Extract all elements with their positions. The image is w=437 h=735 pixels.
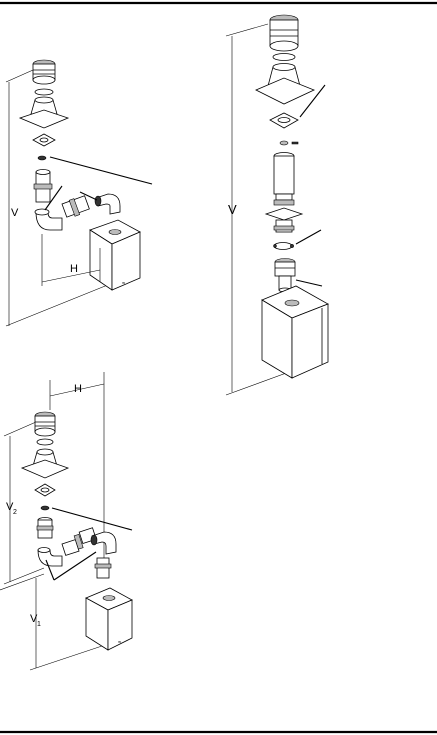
roof-flashing-part <box>255 77 316 105</box>
svg-text:1: 1 <box>37 621 41 628</box>
vertical-dimension-v1: V 1 <box>0 573 106 671</box>
horizontal-pipe-part <box>61 195 90 218</box>
leader-line <box>51 507 133 531</box>
upper-elbow-part <box>90 531 117 555</box>
vertical-dimension-v2: V 2 <box>3 421 45 585</box>
leader-line <box>295 279 323 287</box>
wall-plate-part <box>269 112 299 129</box>
elbow-part <box>37 547 63 567</box>
diagram-right: V <box>225 14 329 396</box>
terminal-cap-part <box>269 14 299 52</box>
boiler-unit <box>261 285 329 379</box>
boiler-unit: ≈ <box>89 219 141 291</box>
boiler-adaptor-part <box>274 258 296 293</box>
svg-text:2: 2 <box>13 509 17 516</box>
leader-line <box>79 191 98 201</box>
svg-text:≈: ≈ <box>122 281 126 287</box>
svg-text:V: V <box>30 613 38 625</box>
roof-flashing-part <box>18 109 70 129</box>
vertical-pipe-part <box>36 517 54 539</box>
leader-line <box>299 84 326 118</box>
diagram-top-left: V <box>5 59 153 327</box>
terminal-cap-part <box>34 411 56 437</box>
extension-pipe-part <box>273 152 295 201</box>
upper-elbow-part <box>94 193 121 215</box>
boiler-unit: ≈ <box>85 587 133 651</box>
storm-collar-part <box>30 88 58 115</box>
svg-text:H: H <box>74 383 82 395</box>
ring-seal-part <box>40 505 50 511</box>
svg-text:V: V <box>228 202 237 217</box>
terminal-cap-part <box>32 59 56 85</box>
ring-seal-part <box>279 140 299 146</box>
leader-line <box>45 559 55 581</box>
wall-plate-part <box>34 483 56 497</box>
svg-text:V: V <box>6 501 14 513</box>
leader-line <box>49 156 153 185</box>
svg-text:H: H <box>70 263 78 275</box>
leader-line <box>295 229 322 245</box>
roof-flashing-part <box>20 459 70 479</box>
diagram-bottom-left: H V 2 V 1 <box>0 372 133 671</box>
roof-adaptor-part <box>264 199 304 233</box>
boiler-riser-part <box>94 557 112 579</box>
wall-plate-part <box>32 133 56 147</box>
svg-text:≈: ≈ <box>118 640 122 646</box>
clamp-part <box>273 242 294 250</box>
leader-line <box>44 185 63 211</box>
vertical-dimension-v: V <box>5 69 121 327</box>
ring-seal-part <box>37 155 47 161</box>
leader-line <box>53 551 97 581</box>
vertical-pipe-part <box>33 169 53 203</box>
horizontal-dimension-h: H <box>41 234 101 286</box>
svg-text:V: V <box>11 207 19 219</box>
elbow-part <box>34 208 63 231</box>
